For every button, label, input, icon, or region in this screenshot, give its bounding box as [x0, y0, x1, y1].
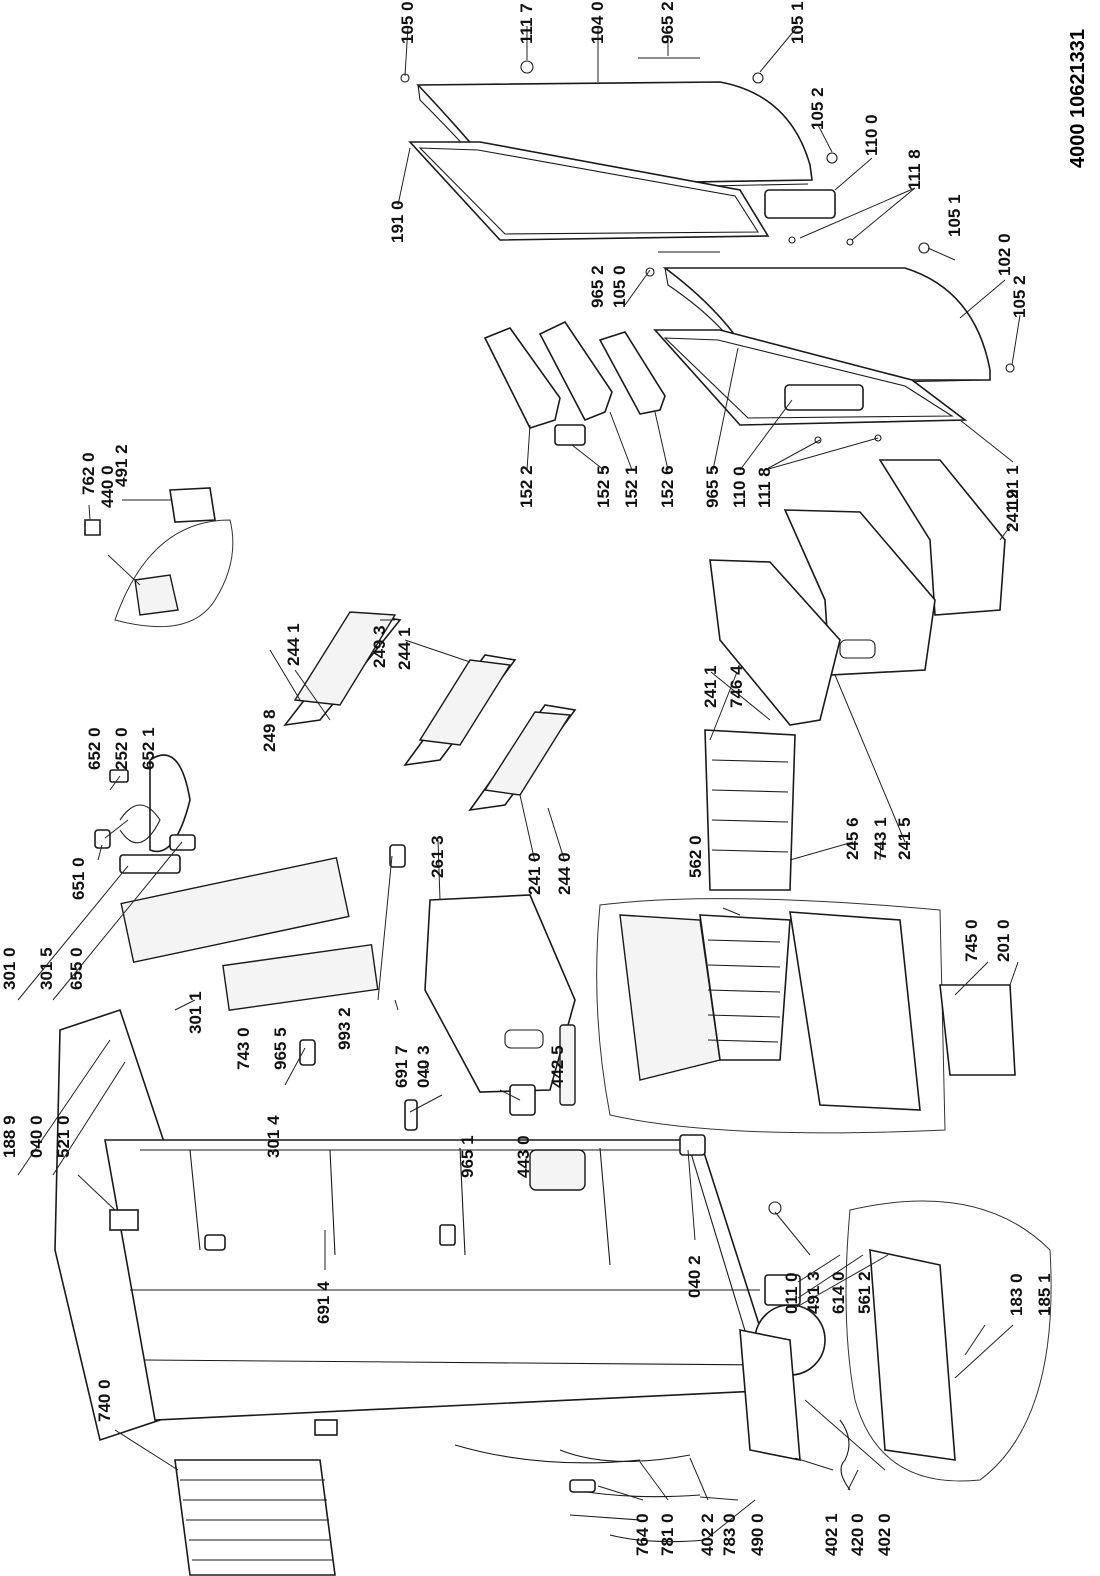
- leader-lines: [17, 25, 1021, 1541]
- part-label: 993 2: [335, 1007, 354, 1050]
- part-label: 745 0: [962, 919, 981, 962]
- part-label: 655 0: [67, 947, 86, 990]
- part-label: 252 0: [112, 727, 131, 770]
- part-label: 491 3: [804, 1271, 823, 1314]
- part-label: 301 4: [264, 1115, 283, 1158]
- part-label: 241 0: [525, 852, 544, 895]
- part-label: 652 1: [139, 727, 158, 770]
- part-label: 111 8: [755, 467, 774, 508]
- part-label: 185 1: [1035, 1273, 1054, 1316]
- part-label: 152 2: [517, 465, 536, 508]
- part-label: 783 0: [720, 1513, 739, 1556]
- part-label: 249 8: [260, 709, 279, 752]
- part-label: 105 2: [808, 87, 827, 130]
- part-label: 562 0: [686, 835, 705, 878]
- part-label: 691 7: [392, 1045, 411, 1088]
- part-label: 442 5: [548, 1045, 567, 1088]
- part-label: 152 1: [622, 465, 641, 508]
- part-label: 040 3: [414, 1045, 433, 1088]
- small-parts: [119, 834, 706, 1251]
- evaporator-area: [596, 729, 1016, 1134]
- part-label: 301 1: [186, 991, 205, 1034]
- part-label: 102 0: [995, 233, 1014, 276]
- part-label: 011 0: [782, 1272, 801, 1314]
- part-label: 521 0: [54, 1115, 73, 1158]
- lower-door: [645, 242, 1015, 444]
- part-label: 188 9: [0, 1115, 19, 1158]
- part-label: 261 3: [428, 835, 447, 878]
- part-label: 402 1: [822, 1513, 841, 1556]
- part-label: 965 2: [658, 1, 677, 44]
- part-label: 111 8: [905, 149, 924, 190]
- part-label: 443 0: [514, 1135, 533, 1178]
- part-label: 105 1: [945, 194, 964, 237]
- part-label: 244 1: [284, 623, 303, 666]
- part-label: 241 1: [701, 665, 720, 708]
- part-label: 301 5: [37, 947, 56, 990]
- part-label: 152 6: [658, 465, 677, 508]
- part-label: 110 0: [730, 466, 749, 508]
- upper-door: [400, 57, 854, 246]
- part-label: 561 2: [855, 1271, 874, 1314]
- part-label: 244 1: [395, 627, 414, 670]
- part-label: 402 0: [875, 1513, 894, 1556]
- part-label: 402 2: [698, 1513, 717, 1556]
- part-label: 201 0: [994, 919, 1013, 962]
- part-label: 152 5: [594, 465, 613, 508]
- lamp-cluster: [84, 487, 234, 853]
- part-label: 651 0: [69, 857, 88, 900]
- part-label: 691 4: [314, 1281, 333, 1324]
- part-label: 105 0: [398, 1, 417, 44]
- part-label: 762 0: [79, 452, 98, 495]
- part-label: 965 1: [458, 1135, 477, 1178]
- compressor-group: [739, 1200, 1052, 1491]
- part-label: 241 2: [1003, 489, 1022, 532]
- document-number: 4000 10621331: [1067, 28, 1089, 168]
- part-label: 105 2: [1010, 275, 1029, 318]
- part-label: 614 0: [829, 1271, 848, 1314]
- part-label: 241 5: [895, 817, 914, 860]
- part-label: 183 0: [1007, 1273, 1026, 1316]
- part-label: 652 0: [85, 727, 104, 770]
- part-label: 746 4: [727, 665, 746, 708]
- part-label: 040 0: [27, 1115, 46, 1158]
- condenser-and-pipes: [174, 1444, 706, 1576]
- part-label: 111 7: [517, 3, 536, 44]
- part-label: 781 0: [658, 1513, 677, 1556]
- part-label: 245 6: [843, 817, 862, 860]
- part-label: 104 0: [588, 1, 607, 44]
- part-label: 301 0: [0, 947, 19, 990]
- part-label: 110 0: [862, 114, 881, 156]
- part-label: 764 0: [633, 1513, 652, 1556]
- part-label: 191 0: [388, 200, 407, 243]
- part-label: 420 0: [848, 1513, 867, 1556]
- part-label: 965 5: [703, 465, 722, 508]
- crisper-drawer: [424, 894, 576, 1093]
- door-balconies: [483, 320, 666, 446]
- part-label: 105 0: [610, 265, 629, 308]
- part-label: 740 0: [95, 1379, 114, 1422]
- glass-shelves: [283, 611, 577, 812]
- part-label: 244 0: [555, 852, 574, 895]
- freezer-drawers: [709, 459, 1006, 726]
- fridge-cabinet: [54, 856, 782, 1442]
- part-label: 490 0: [748, 1513, 767, 1556]
- part-label: 743 0: [234, 1027, 253, 1070]
- part-label: 743 1: [871, 817, 890, 860]
- part-label: 965 5: [271, 1027, 290, 1070]
- part-label: 105 1: [788, 1, 807, 44]
- part-label: 040 2: [685, 1255, 704, 1298]
- part-label: 249 3: [370, 625, 389, 668]
- part-label: 491 2: [112, 444, 131, 487]
- part-label: 965 2: [588, 265, 607, 308]
